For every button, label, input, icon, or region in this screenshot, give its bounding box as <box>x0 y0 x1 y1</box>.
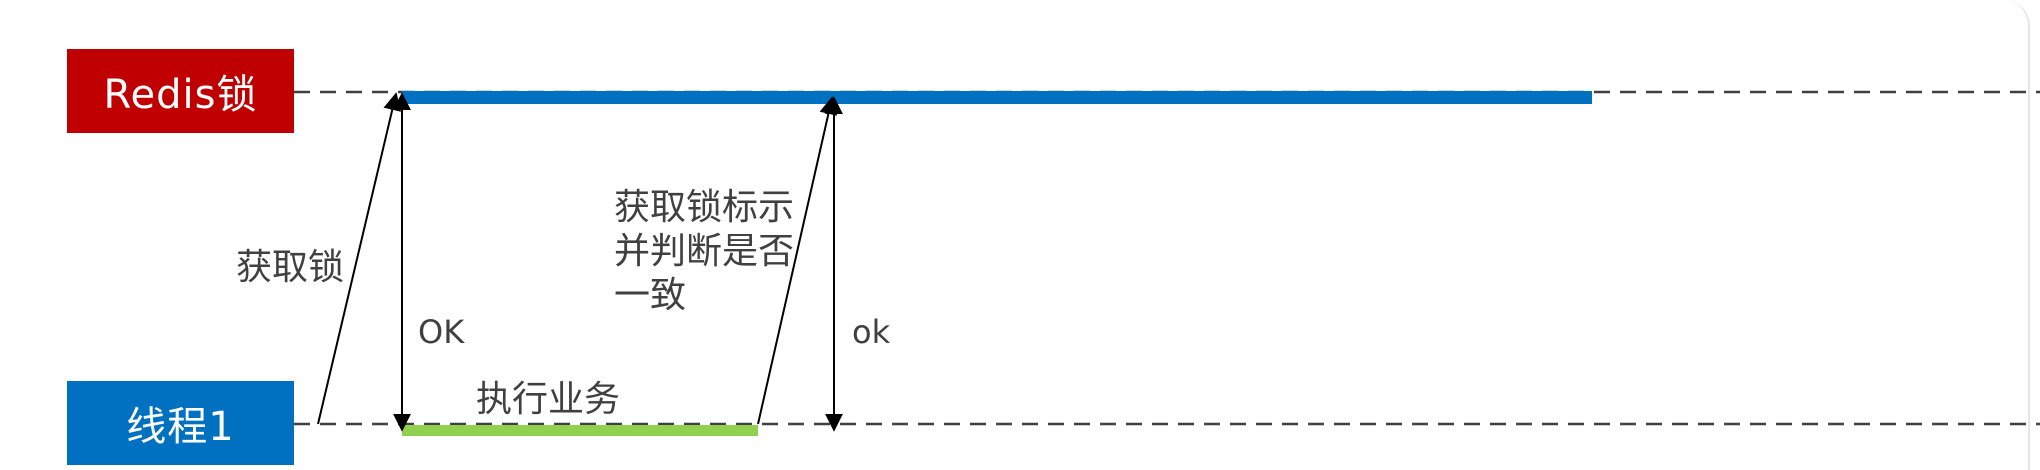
diagram-canvas <box>294 90 2040 436</box>
execute-business-label: 执行业务 <box>476 379 621 420</box>
lock-held-bar <box>402 91 1592 104</box>
check-lock-label: 获取锁标示 并判断是否 一致 <box>614 187 795 316</box>
ok-lower-label: ok <box>852 313 891 351</box>
check-lock-arrow <box>757 96 838 425</box>
business-bar <box>402 425 758 436</box>
ok-upper-label: OK <box>418 313 465 351</box>
redis-lock-lane-label: Redis锁 <box>67 49 294 133</box>
thread-lane-label: 线程1 <box>67 381 294 465</box>
acquire-lock-label: 获取锁 <box>236 247 345 288</box>
sequence-diagram: Redis锁 线程1 获取锁 OK 获取锁标示 并判断是否 一致 ok 执行业务 <box>67 0 2040 470</box>
acquire-lock-arrow <box>317 92 402 425</box>
